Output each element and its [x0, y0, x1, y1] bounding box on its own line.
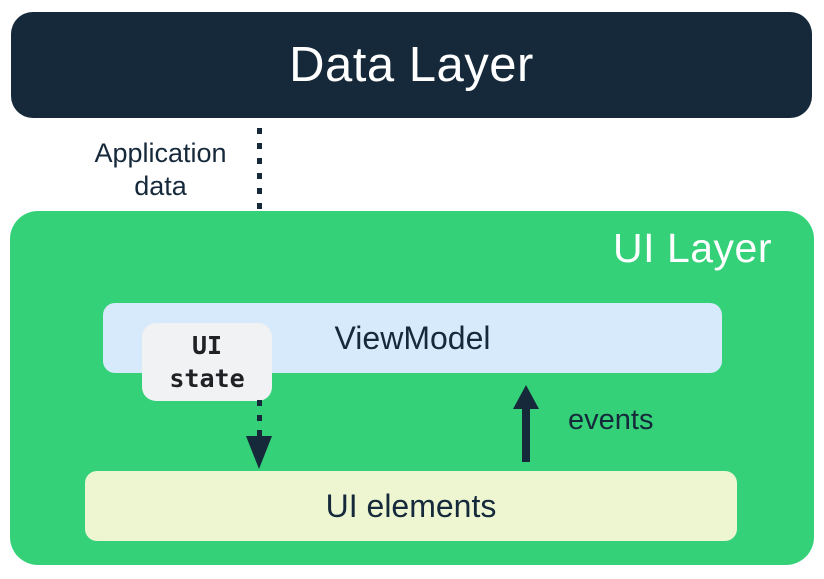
- events-arrow-shaft: [522, 404, 530, 462]
- application-data-dotted-line: [257, 128, 262, 264]
- viewmodel-label: ViewModel: [334, 319, 491, 356]
- ui-state-badge-line1: UI: [191, 331, 223, 360]
- arrow-down-icon: [246, 436, 272, 469]
- data-layer-box: Data Layer: [11, 12, 812, 118]
- ui-state-badge-line2: state: [169, 364, 245, 393]
- ui-layer-label: UI Layer: [613, 225, 772, 271]
- arrow-up-icon: [513, 385, 539, 409]
- ui-state-badge: UI state: [142, 323, 272, 401]
- application-data-label: Application data: [78, 137, 243, 203]
- application-data-label-line2: data: [134, 171, 187, 201]
- application-data-label-line1: Application: [94, 138, 227, 168]
- ui-state-dotted-line: [257, 400, 262, 437]
- ui-elements-label: UI elements: [325, 487, 497, 524]
- ui-elements-box: UI elements: [85, 471, 737, 541]
- data-layer-label: Data Layer: [289, 38, 534, 92]
- events-label: events: [568, 404, 654, 436]
